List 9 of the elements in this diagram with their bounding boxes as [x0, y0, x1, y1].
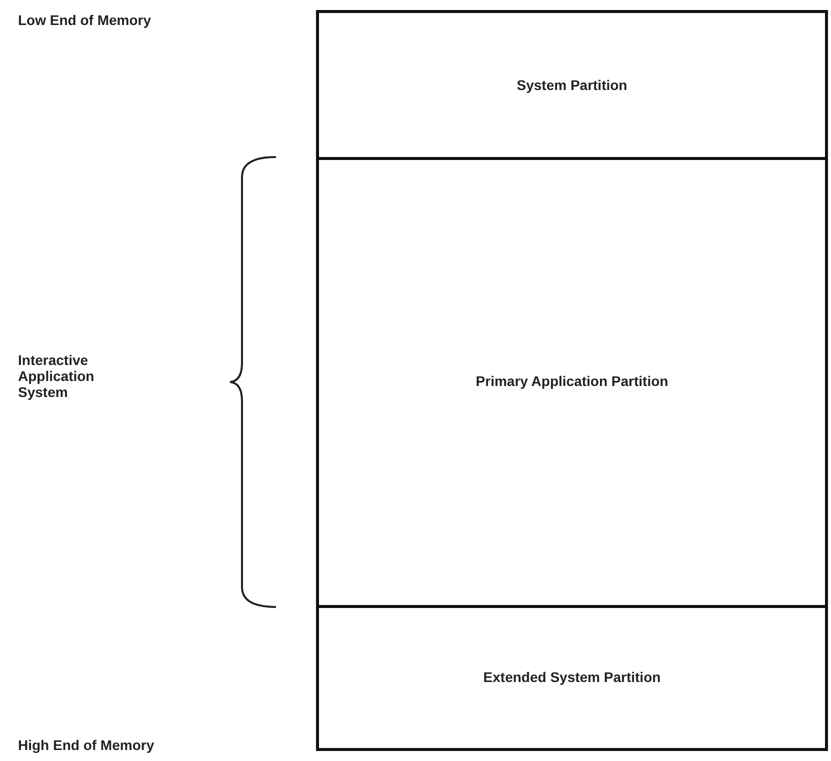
memory-end-label: Low End of Memory [18, 12, 152, 28]
memory-partition [316, 10, 828, 160]
partition-label: Primary Application Partition [476, 373, 668, 389]
partition-label: Extended System Partition [483, 668, 661, 684]
memory-partition [316, 605, 828, 751]
memory-end-label: High End of Memory [18, 737, 156, 753]
memory-partition [316, 157, 828, 608]
partition-label: System Partition [516, 77, 628, 93]
region-label: Interactive Application System [18, 352, 96, 400]
